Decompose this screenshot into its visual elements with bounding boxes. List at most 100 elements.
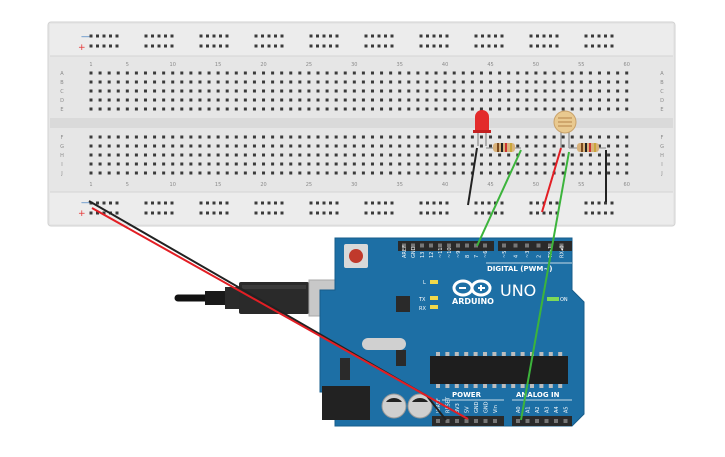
rail-hole[interactable] — [529, 201, 533, 205]
breadboard-hole[interactable] — [588, 71, 592, 75]
breadboard-hole[interactable] — [570, 89, 574, 93]
breadboard-hole[interactable] — [143, 98, 147, 102]
breadboard-hole[interactable] — [461, 171, 465, 175]
breadboard-hole[interactable] — [361, 89, 365, 93]
breadboard-hole[interactable] — [616, 71, 620, 75]
breadboard-hole[interactable] — [207, 98, 211, 102]
breadboard-hole[interactable] — [607, 135, 611, 139]
rail-hole[interactable] — [597, 34, 601, 38]
rail-hole[interactable] — [604, 201, 607, 205]
analog-pin-hole[interactable] — [535, 419, 539, 423]
breadboard-hole[interactable] — [143, 135, 147, 139]
breadboard-hole[interactable] — [134, 107, 138, 111]
breadboard-hole[interactable] — [516, 144, 520, 148]
breadboard-hole[interactable] — [198, 98, 202, 102]
rail-hole[interactable] — [536, 44, 539, 48]
breadboard-hole[interactable] — [316, 89, 320, 93]
breadboard-hole[interactable] — [534, 144, 538, 148]
breadboard-holes[interactable] — [89, 34, 629, 215]
rail-hole[interactable] — [426, 201, 429, 205]
analog-pin-hole[interactable] — [525, 419, 530, 423]
breadboard-hole[interactable] — [607, 162, 611, 166]
breadboard-hole[interactable] — [498, 153, 502, 157]
breadboard-hole[interactable] — [370, 162, 374, 166]
breadboard-hole[interactable] — [343, 171, 347, 175]
rail-hole[interactable] — [225, 44, 229, 48]
breadboard-hole[interactable] — [89, 80, 93, 84]
breadboard-hole[interactable] — [579, 107, 583, 111]
breadboard-hole[interactable] — [262, 153, 266, 157]
breadboard-hole[interactable] — [570, 80, 574, 84]
rail-hole[interactable] — [309, 34, 313, 38]
breadboard-hole[interactable] — [570, 144, 574, 148]
rail-hole[interactable] — [584, 211, 588, 215]
rail-hole[interactable] — [280, 44, 284, 48]
breadboard-hole[interactable] — [407, 162, 411, 166]
rail-hole[interactable] — [274, 211, 277, 215]
breadboard-hole[interactable] — [216, 171, 220, 175]
breadboard-hole[interactable] — [280, 135, 284, 139]
rail-hole[interactable] — [426, 211, 429, 215]
rail-hole[interactable] — [390, 44, 394, 48]
breadboard-hole[interactable] — [561, 71, 565, 75]
breadboard-hole[interactable] — [98, 171, 102, 175]
rail-hole[interactable] — [481, 34, 484, 38]
rail-hole[interactable] — [474, 34, 478, 38]
rail-hole[interactable] — [170, 44, 174, 48]
rail-hole[interactable] — [96, 211, 99, 215]
breadboard-hole[interactable] — [198, 171, 202, 175]
breadboard-hole[interactable] — [116, 153, 120, 157]
breadboard-hole[interactable] — [216, 107, 220, 111]
rail-hole[interactable] — [206, 34, 209, 38]
breadboard-hole[interactable] — [416, 162, 420, 166]
rail-hole[interactable] — [439, 201, 442, 205]
breadboard-hole[interactable] — [570, 162, 574, 166]
breadboard-hole[interactable] — [616, 107, 620, 111]
digital-pin-hole[interactable] — [513, 243, 518, 248]
breadboard-hole[interactable] — [225, 171, 229, 175]
breadboard-hole[interactable] — [361, 171, 365, 175]
breadboard-hole[interactable] — [343, 144, 347, 148]
red-led[interactable] — [473, 110, 491, 146]
breadboard-hole[interactable] — [334, 162, 338, 166]
rail-hole[interactable] — [322, 34, 326, 38]
breadboard-hole[interactable] — [216, 71, 220, 75]
rail-hole[interactable] — [419, 211, 423, 215]
breadboard-hole[interactable] — [616, 144, 620, 148]
breadboard-hole[interactable] — [98, 71, 102, 75]
breadboard-hole[interactable] — [143, 107, 147, 111]
rail-hole[interactable] — [371, 34, 374, 38]
breadboard-hole[interactable] — [452, 162, 456, 166]
breadboard-hole[interactable] — [289, 171, 293, 175]
breadboard-hole[interactable] — [98, 98, 102, 102]
breadboard-hole[interactable] — [534, 89, 538, 93]
rail-hole[interactable] — [316, 201, 319, 205]
breadboard-hole[interactable] — [107, 80, 111, 84]
breadboard-hole[interactable] — [325, 153, 329, 157]
breadboard-hole[interactable] — [334, 107, 338, 111]
rail-hole[interactable] — [432, 201, 436, 205]
breadboard-hole[interactable] — [234, 162, 238, 166]
rail-hole[interactable] — [267, 201, 271, 205]
breadboard-hole[interactable] — [479, 89, 483, 93]
breadboard-hole[interactable] — [597, 171, 601, 175]
rail-hole[interactable] — [144, 201, 148, 205]
rail-hole[interactable] — [151, 201, 154, 205]
rail-hole[interactable] — [206, 44, 209, 48]
breadboard-hole[interactable] — [153, 107, 157, 111]
breadboard-hole[interactable] — [625, 107, 629, 111]
breadboard-hole[interactable] — [207, 171, 211, 175]
rail-hole[interactable] — [225, 211, 229, 215]
rail-hole[interactable] — [170, 211, 174, 215]
rail-hole[interactable] — [329, 44, 332, 48]
breadboard-hole[interactable] — [398, 144, 402, 148]
rail-hole[interactable] — [419, 201, 423, 205]
rail-hole[interactable] — [322, 44, 326, 48]
digital-pin-hole[interactable] — [559, 243, 564, 248]
breadboard-hole[interactable] — [434, 135, 438, 139]
breadboard-hole[interactable] — [534, 135, 538, 139]
breadboard-hole[interactable] — [579, 135, 583, 139]
breadboard-hole[interactable] — [525, 98, 529, 102]
breadboard-hole[interactable] — [243, 171, 247, 175]
breadboard-hole[interactable] — [498, 71, 502, 75]
